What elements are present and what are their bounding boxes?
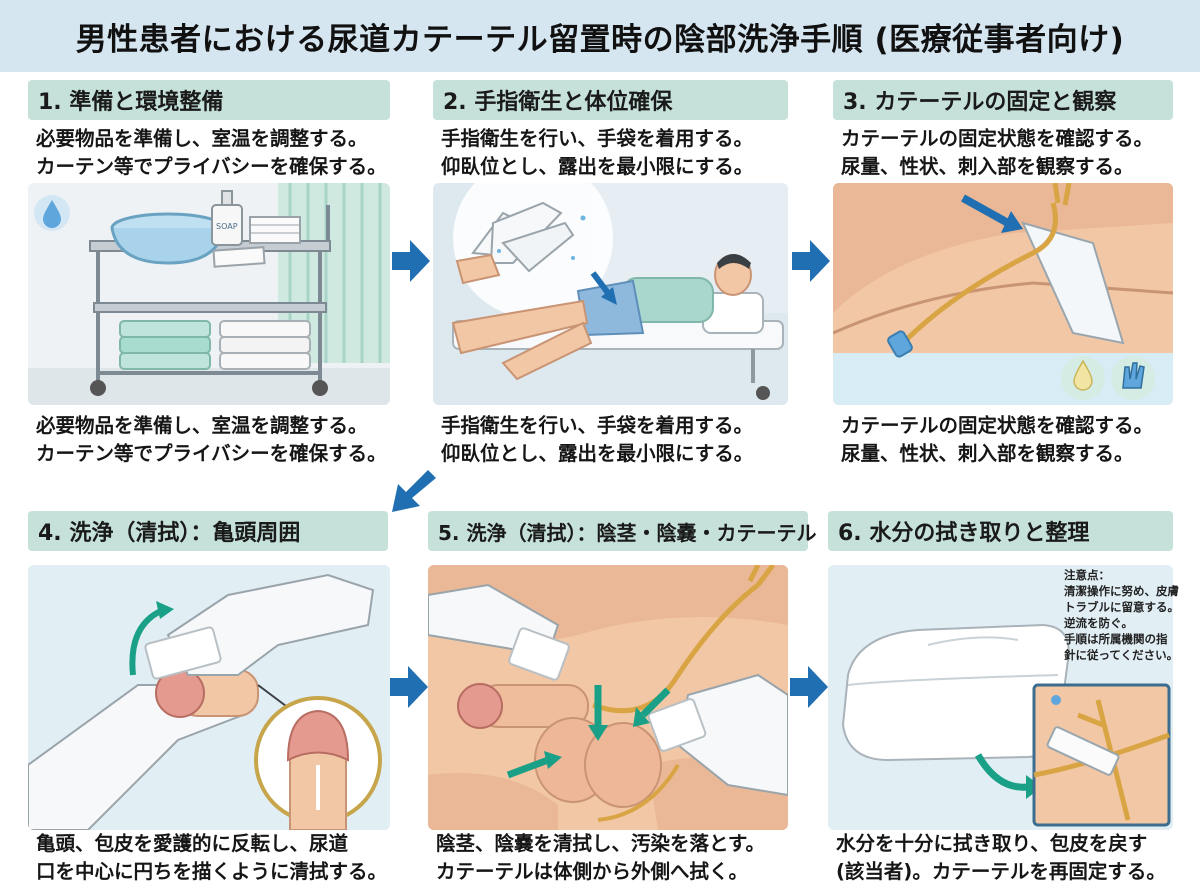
step-bottom-text-line1: 亀頭、包皮を愛護的に反転し、尿道 bbox=[36, 832, 349, 855]
step-top-text-line2: 尿量、性状、刺入部を観察する。 bbox=[841, 155, 1134, 178]
step-bottom-text-line2: (該当者)。カテーテルを再固定する。 bbox=[836, 860, 1166, 883]
step-bottom-text-line2: カーテン等でプライバシーを確保する。 bbox=[36, 442, 387, 465]
caution-note: 注意点： 清潔操作に努め、皮膚 トラブルに留意する。 逆流を防ぐ。 手順は所属機… bbox=[1064, 567, 1179, 663]
step-top-text-line2: カーテン等でプライバシーを確保する。 bbox=[36, 155, 387, 178]
flow-arrow-down-left-icon bbox=[392, 470, 436, 512]
caution-note-line: 注意点： bbox=[1064, 568, 1110, 582]
step-top-text-line2: 仰臥位とし、露出を最小限にする。 bbox=[441, 155, 754, 178]
step-heading: 6. 水分の拭き取りと整理 bbox=[828, 511, 1173, 551]
caution-note-line: 手順は所属機関の指 bbox=[1064, 632, 1168, 646]
caution-note-line: 針に従ってください。 bbox=[1064, 648, 1179, 662]
flow-arrow-right-icon bbox=[790, 666, 828, 708]
step-heading: 5. 洗浄（清拭）：陰茎・陰嚢・カテーテル bbox=[428, 511, 816, 551]
step-bottom-text-line1: 水分を十分に拭き取り、包皮を戻す bbox=[836, 832, 1148, 855]
flow-arrow-right-icon bbox=[390, 666, 428, 708]
step-bottom-text-line1: 手指衛生を行い、手袋を着用する。 bbox=[441, 414, 754, 437]
step-top-text-line1: 必要物品を準備し、室温を調整する。 bbox=[36, 127, 368, 150]
step-top-text-line1: 手指衛生を行い、手袋を着用する。 bbox=[441, 127, 754, 150]
step-bottom-text-line2: 口を中心に円ちを描くように清拭する。 bbox=[36, 860, 388, 883]
step-bottom-text-line1: カテーテルの固定状態を確認する。 bbox=[841, 414, 1154, 437]
page-title: 男性患者における尿道カテーテル留置時の陰部洗浄手順 (医療従事者向け) bbox=[75, 21, 1125, 58]
step-panel-6: 6. 水分の拭き取りと整理 注意点： 清潔操作に努め、皮膚 トラブルに留意する。… bbox=[828, 511, 1190, 891]
step-bottom-text-line1: 必要物品を準備し、室温を調整する。 bbox=[36, 414, 368, 437]
soap-label: SOAP bbox=[216, 222, 238, 231]
step-panel-3: 3. カテーテルの固定と観察 カテーテルの固定状態を確認する。 尿量、性状、刺入… bbox=[833, 80, 1195, 475]
hygiene-position-scene bbox=[433, 183, 788, 405]
step-heading: 1. 準備と環境整備 bbox=[28, 80, 390, 120]
step-bottom-text-line2: 尿量、性状、刺入部を観察する。 bbox=[841, 442, 1134, 465]
step-panel-2: 2. 手指衛生と体位確保 手指衛生を行い、手袋を着用する。 仰臥位とし、露出を最… bbox=[433, 80, 795, 475]
step-top-text-line1: カテーテルの固定状態を確認する。 bbox=[841, 127, 1154, 150]
step-panel-5: 5. 洗浄（清拭）：陰茎・陰嚢・カテーテル bbox=[428, 511, 816, 891]
glans-cleaning-scene bbox=[28, 565, 390, 830]
caution-note-line: 清潔操作に努め、皮膚 bbox=[1064, 584, 1179, 598]
flow-arrow-right-icon bbox=[392, 240, 430, 282]
catheter-fixation-scene bbox=[833, 183, 1173, 405]
step-panel-1: 1. 準備と環境整備 必要物品を準備し、室温を調整する。 カーテン等でプライバシ… bbox=[28, 80, 390, 475]
flow-arrow-right-icon bbox=[792, 240, 830, 282]
catheter-fixation-illustration bbox=[833, 183, 1173, 405]
step-bottom-text-line2: カテーテルは体側から外側へ拭く。 bbox=[436, 860, 749, 883]
preparation-scene: SOAP bbox=[28, 183, 390, 405]
drying-refixation-illustration bbox=[828, 565, 1173, 830]
genital-catheter-cleaning-illustration bbox=[428, 565, 788, 830]
caution-note-line: 逆流を防ぐ。 bbox=[1064, 616, 1133, 630]
preparation-illustration: SOAP bbox=[28, 183, 390, 405]
step-heading: 2. 手指衛生と体位確保 bbox=[433, 80, 788, 120]
step-bottom-text-line1: 陰茎、陰嚢を清拭し、汚染を落とす。 bbox=[436, 832, 765, 855]
title-bar: 男性患者における尿道カテーテル留置時の陰部洗浄手順 (医療従事者向け) bbox=[0, 0, 1200, 72]
step-heading: 4. 洗浄（清拭）：亀頭周囲 bbox=[28, 511, 388, 551]
hygiene-position-illustration bbox=[433, 183, 788, 405]
step-heading: 3. カテーテルの固定と観察 bbox=[833, 80, 1173, 120]
genital-catheter-cleaning-scene bbox=[428, 565, 788, 830]
step-panel-4: 4. 洗浄（清拭）：亀頭周囲 亀頭、包皮を愛護的に反転し、尿道 口を中心に円ちを… bbox=[28, 511, 390, 891]
caution-note-line: トラブルに留意する。 bbox=[1064, 600, 1179, 614]
drying-refixation-scene bbox=[828, 565, 1173, 830]
glans-cleaning-illustration bbox=[28, 565, 390, 830]
step-bottom-text-line2: 仰臥位とし、露出を最小限にする。 bbox=[441, 442, 754, 465]
gloved-hands-icon bbox=[455, 201, 575, 285]
